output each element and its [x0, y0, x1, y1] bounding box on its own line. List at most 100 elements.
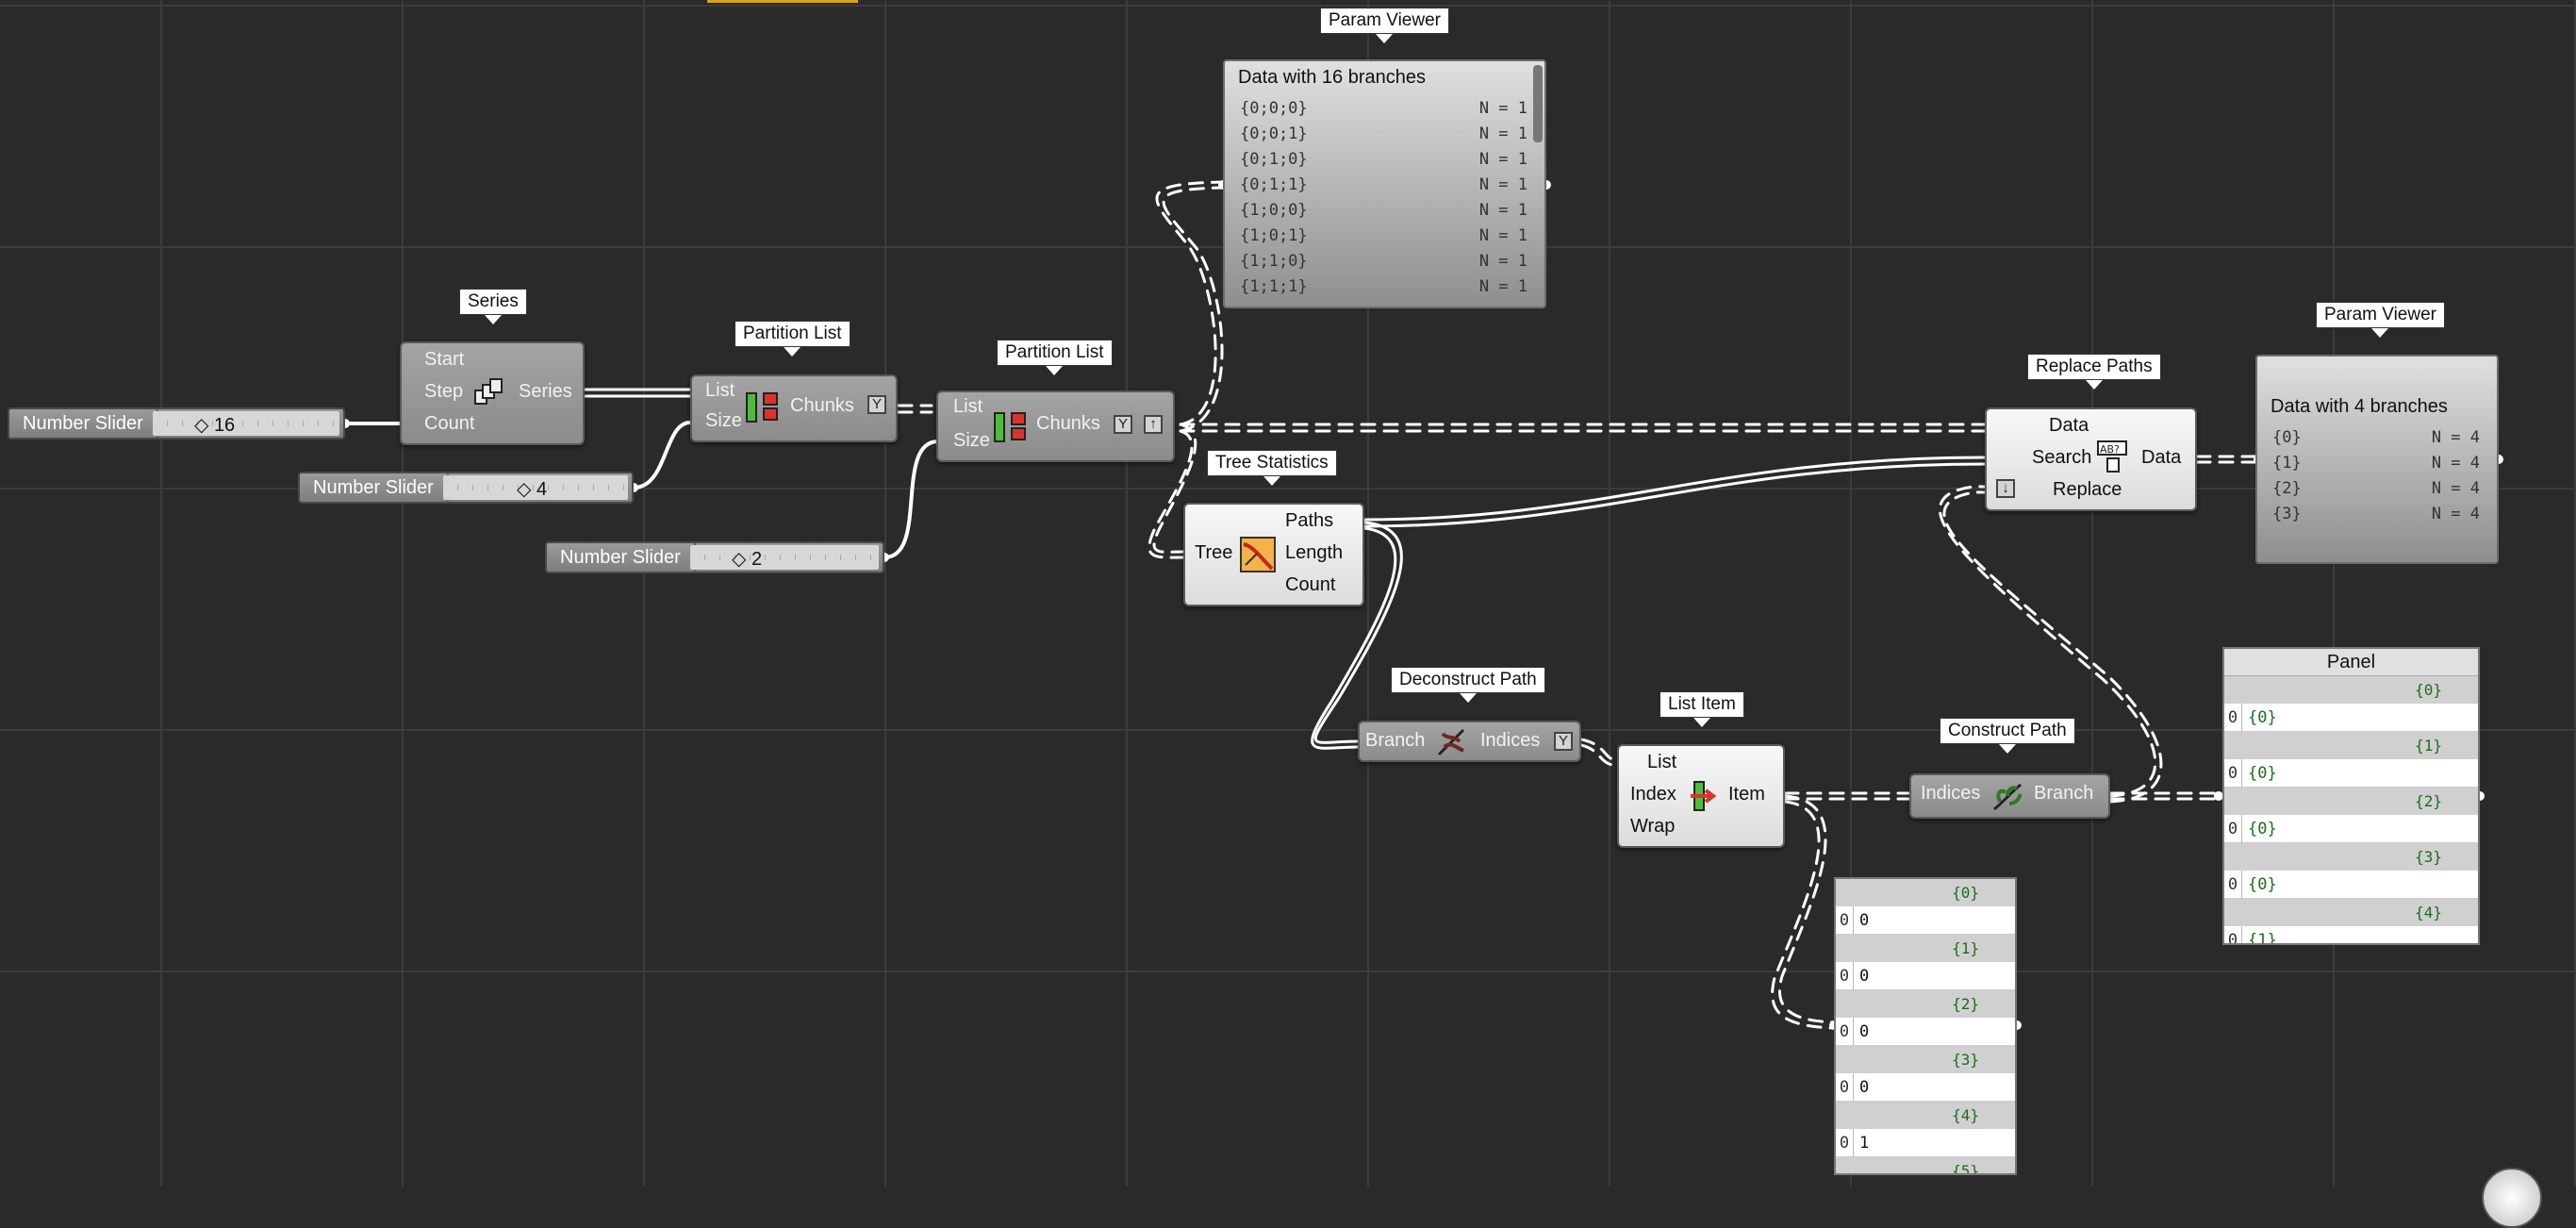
deconstruct-path-icon	[1437, 728, 1465, 756]
reparameterize-flag-icon[interactable]: ↓	[1996, 479, 2015, 498]
component-tag-partition-list: Partition List	[997, 340, 1113, 375]
wire-indices-list-b	[1579, 743, 1619, 768]
output-series[interactable]: Series	[519, 381, 572, 402]
viewer-row: {0;1;0}N = 1	[1240, 150, 1527, 169]
graft-flag-icon[interactable]: Y	[867, 395, 886, 414]
selected-group-edge	[707, 0, 858, 3]
output-paths[interactable]: Paths	[1285, 510, 1334, 531]
wire-paths-search	[1362, 456, 1987, 522]
input-size[interactable]: Size	[953, 430, 990, 451]
construct-path-icon	[1993, 783, 2023, 811]
slider-handle[interactable]: ◇ 4	[517, 479, 548, 500]
slider-track[interactable]	[153, 411, 339, 436]
input-index[interactable]: Index	[1630, 784, 1676, 805]
wire-branch-replace-b	[1942, 490, 2163, 804]
number-slider-size-a[interactable]: Number Slider ◇ 4	[298, 472, 634, 504]
viewer-row: {1;1;1}N = 1	[1240, 277, 1527, 296]
construct-path-component[interactable]: Indices Branch	[1909, 773, 2110, 819]
slider-handle[interactable]: ◇ 16	[194, 415, 236, 436]
slider-track[interactable]	[690, 545, 879, 570]
number-slider-count[interactable]: Number Slider ◇ 16	[8, 407, 345, 440]
component-tag-param-viewer: Param Viewer	[2316, 302, 2445, 338]
slider-handle[interactable]: ◇ 2	[732, 549, 763, 570]
output-indices[interactable]: Indices	[1480, 730, 1541, 751]
svg-text:AB?: AB?	[2100, 443, 2120, 456]
input-branch[interactable]: Branch	[1365, 730, 1426, 751]
tree-statistics-component[interactable]: Tree Paths Length Count	[1183, 503, 1364, 606]
param-viewer-2[interactable]: Data with 4 branches {0}N = 4 {1}N = 4 {…	[2255, 355, 2499, 564]
graft-flag-icon[interactable]: Y	[1114, 415, 1132, 434]
output-chunks[interactable]: Chunks	[1036, 413, 1100, 434]
viewer-header: Data with 16 branches	[1238, 67, 1427, 88]
slider-value: 4	[536, 479, 548, 500]
input-list[interactable]: List	[953, 396, 983, 417]
wire-indices-list	[1579, 738, 1619, 762]
wire-paths-branch-b	[1311, 526, 1397, 750]
slider-label: Number Slider	[547, 543, 696, 572]
input-replace[interactable]: Replace	[2053, 479, 2122, 500]
deconstruct-path-component[interactable]: Branch Indices Y	[1358, 721, 1581, 762]
number-slider-size-b[interactable]: Number Slider ◇ 2	[545, 541, 884, 573]
slider-track[interactable]	[443, 475, 628, 500]
output-chunks[interactable]: Chunks	[790, 395, 854, 416]
viewer-row: {2}N = 4	[2272, 479, 2480, 498]
component-tag-tree-statistics: Tree Statistics	[1207, 450, 1337, 486]
input-tree[interactable]: Tree	[1195, 542, 1233, 563]
component-tag-construct-path: Construct Path	[1940, 718, 2075, 754]
component-tag-deconstruct-path: Deconstruct Path	[1391, 667, 1545, 703]
replace-paths-component[interactable]: Data Search Replace ↓ AB? Data	[1985, 407, 2197, 511]
output-count[interactable]: Count	[1285, 574, 1336, 595]
wire-slider4-size	[632, 421, 692, 490]
input-count[interactable]: Count	[424, 413, 475, 434]
input-data[interactable]: Data	[2049, 415, 2089, 436]
wire-paths-branch	[1313, 521, 1403, 744]
component-tag-partition-list: Partition List	[735, 321, 850, 357]
input-search[interactable]: Search	[2032, 447, 2092, 468]
component-tag-replace-paths: Replace Paths	[2027, 354, 2161, 390]
partition-list-component-1[interactable]: List Size Chunks Y	[690, 374, 898, 442]
viewer-row: {1;0;0}N = 1	[1240, 201, 1527, 220]
panel-paths[interactable]: Panel {0} 0{0} {1} 0{0} {2} 0{0} {3} 0{0…	[2222, 647, 2480, 945]
graft-flag-icon[interactable]: Y	[1554, 732, 1573, 751]
input-step[interactable]: Step	[424, 381, 464, 402]
param-viewer-1[interactable]: Data with 16 branches {0;0;0}N = 1 {0;0;…	[1223, 59, 1546, 308]
input-list[interactable]: List	[705, 380, 735, 401]
output-branch[interactable]: Branch	[2034, 783, 2094, 804]
wire-chunks2-tree	[1152, 423, 1197, 554]
panel-branch: {0} 0{0}	[2224, 676, 2478, 732]
viewer-row: {0}N = 4	[2272, 428, 2480, 447]
wire-branch-replace	[1938, 485, 2157, 798]
panel-title: Panel	[2224, 649, 2478, 676]
flatten-up-flag-icon[interactable]: ↑	[1144, 415, 1163, 434]
wire-slider2-size	[883, 440, 940, 559]
input-list[interactable]: List	[1647, 752, 1677, 772]
panel-branch: {5}	[1836, 1157, 2015, 1173]
input-wrap[interactable]: Wrap	[1630, 816, 1676, 837]
viewer-scrollbar[interactable]	[1533, 65, 1543, 142]
panel-branch: {1} 0{0}	[2224, 732, 2478, 788]
viewer-header: Data with 4 branches	[2271, 396, 2448, 417]
input-start[interactable]: Start	[424, 349, 465, 370]
output-data[interactable]: Data	[2141, 447, 2182, 468]
input-size[interactable]: Size	[705, 410, 742, 431]
series-component[interactable]: Start Step Count Series	[400, 341, 585, 445]
navigation-orb-icon[interactable]	[2482, 1168, 2542, 1228]
partition-list-icon	[746, 392, 778, 423]
viewer-row: {1;0;1}N = 1	[1240, 226, 1527, 245]
output-item[interactable]: Item	[1728, 784, 1765, 805]
panel-branch: {3} 0{0}	[2224, 843, 2478, 899]
slider-value: 2	[751, 549, 763, 570]
panel-branch: {4} 0{1}	[2224, 899, 2478, 943]
replace-paths-icon: AB?	[2097, 440, 2127, 473]
input-indices[interactable]: Indices	[1921, 783, 1981, 804]
output-length[interactable]: Length	[1285, 542, 1344, 563]
slider-label: Number Slider	[9, 409, 158, 438]
wire-paths-search-b	[1362, 462, 1987, 528]
list-item-component[interactable]: List Index Wrap Item	[1617, 744, 1785, 848]
partition-list-component-2[interactable]: List Size Chunks Y ↑	[936, 390, 1175, 462]
component-tag-list-item: List Item	[1660, 691, 1744, 727]
